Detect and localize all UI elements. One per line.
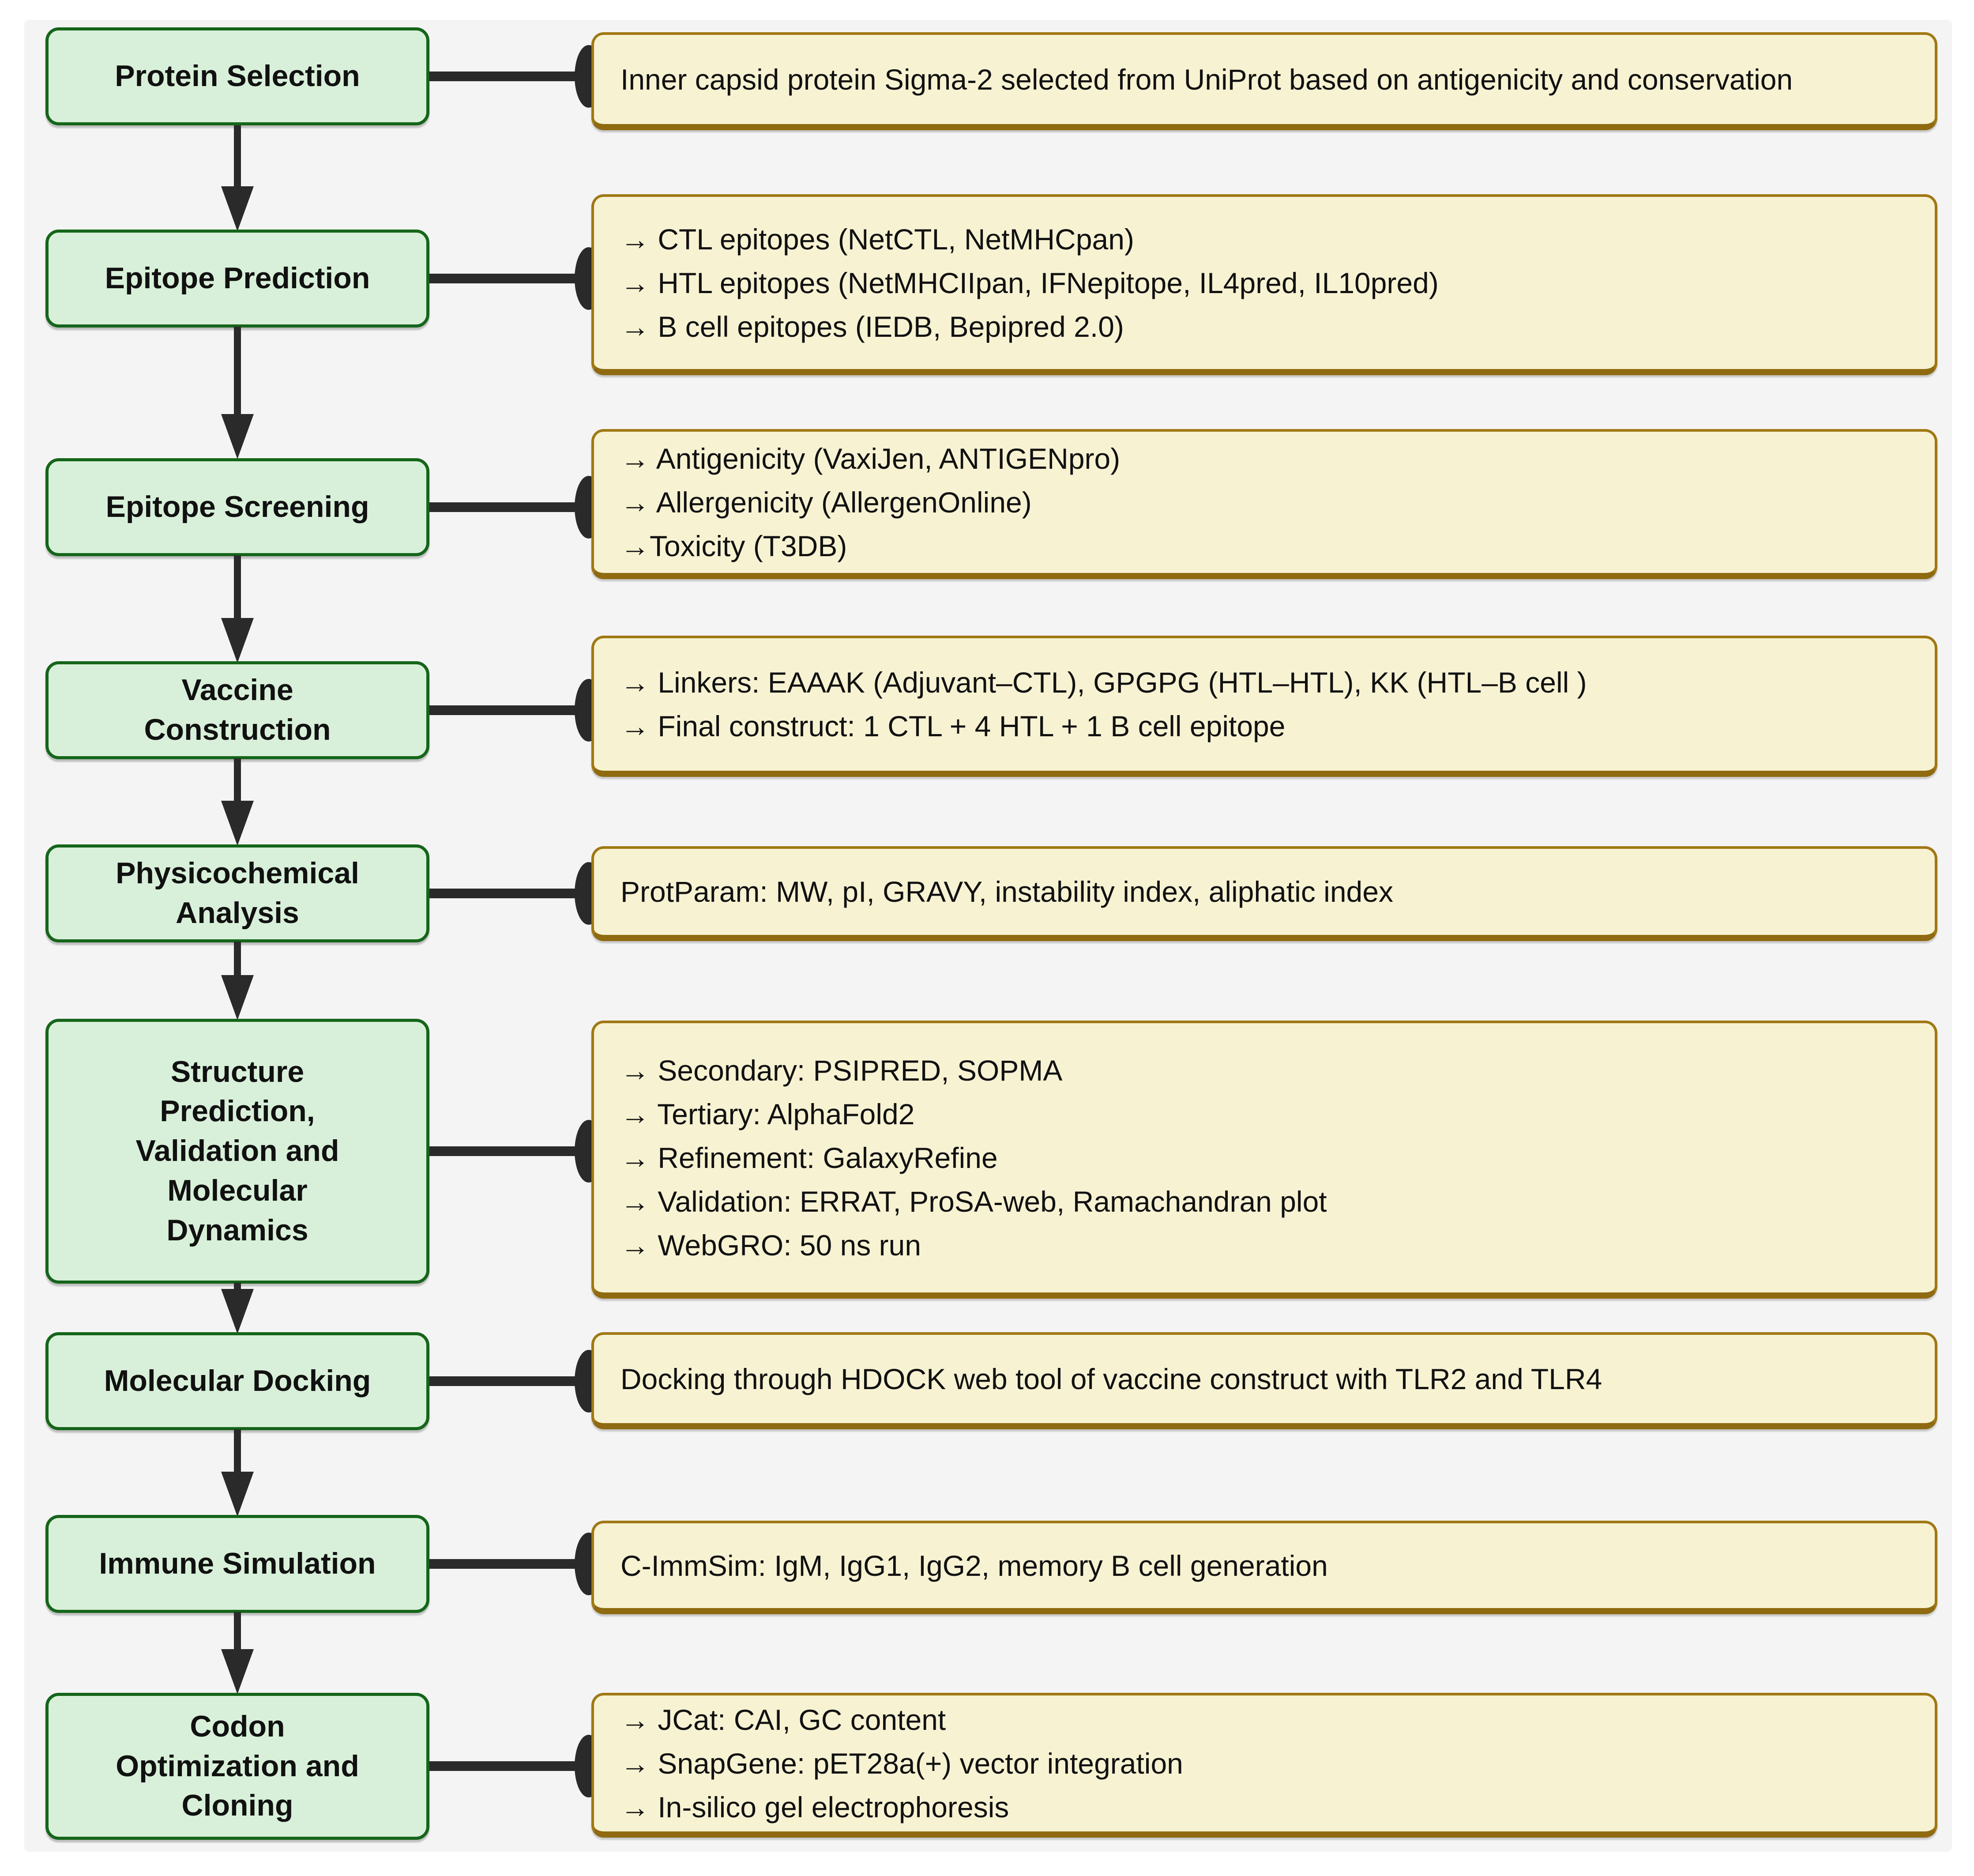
step-label: Structure Prediction, Validation and Mol… (135, 1055, 339, 1247)
detail-line: → Linkers: EAAAK (Adjuvant–CTL), GPGPG (… (620, 666, 1587, 699)
connector-line (429, 1533, 603, 1595)
arrow-shaft (234, 125, 241, 189)
detail-box-structure-prediction: → Secondary: PSIPRED, SOPMA → Tertiary: … (591, 1021, 1937, 1299)
arrow-shaft (234, 758, 241, 803)
arrow-head (221, 618, 254, 663)
connector-line (429, 862, 603, 925)
detail-line: → Final construct: 1 CTL + 4 HTL + 1 B c… (620, 710, 1286, 742)
detail-box-epitope-prediction: → CTL epitopes (NetCTL, NetMHCpan) → HTL… (591, 194, 1937, 375)
arrow-head (221, 414, 254, 459)
connector-line (429, 247, 603, 310)
connector-line (429, 679, 603, 742)
step-label: Vaccine Construction (144, 673, 331, 746)
detail-box-physicochemical-analysis: ProtParam: MW, pI, GRAVY, instability in… (591, 846, 1937, 941)
step-label: Molecular Docking (104, 1364, 371, 1398)
detail-line: → HTL epitopes (NetMHCIIpan, IFNepitope,… (620, 266, 1439, 299)
detail-line: C-ImmSim: IgM, IgG1, IgG2, memory B cell… (620, 1549, 1328, 1582)
arrow-head (221, 1289, 254, 1334)
detail-line: → SnapGene: pET28a(+) vector integration (620, 1747, 1183, 1780)
detail-box-codon-optimization-cloning: → JCat: CAI, GC content → SnapGene: pET2… (591, 1693, 1937, 1838)
detail-box-protein-selection: Inner capsid protein Sigma-2 selected fr… (591, 32, 1937, 130)
step-label: Physicochemical Analysis (116, 856, 359, 930)
step-label: Immune Simulation (99, 1547, 376, 1581)
step-box-molecular-docking: Molecular Docking (45, 1332, 429, 1430)
detail-line: → Refinement: GalaxyRefine (620, 1141, 998, 1174)
detail-line: → Allergenicity (AllergenOnline) (620, 486, 1032, 519)
step-box-physicochemical-analysis: Physicochemical Analysis (45, 844, 429, 942)
detail-line: Inner capsid protein Sigma-2 selected fr… (620, 63, 1793, 96)
connector-line (429, 476, 603, 539)
detail-line: →Toxicity (T3DB) (620, 529, 847, 562)
step-box-protein-selection: Protein Selection (45, 27, 429, 125)
detail-box-vaccine-construction: → Linkers: EAAAK (Adjuvant–CTL), GPGPG (… (591, 636, 1937, 777)
step-box-epitope-prediction: Epitope Prediction (45, 230, 429, 328)
connector-line (429, 1350, 603, 1413)
arrow-head (221, 801, 254, 846)
arrow-shaft (234, 942, 241, 978)
detail-line: → CTL epitopes (NetCTL, NetMHCpan) (620, 222, 1134, 256)
detail-line: → JCat: CAI, GC content (620, 1703, 946, 1736)
detail-line: → In-silico gel electrophoresis (620, 1790, 1009, 1823)
arrow-shaft (234, 1612, 241, 1652)
detail-line: → Validation: ERRAT, ProSA-web, Ramachan… (620, 1185, 1327, 1218)
step-label: Protein Selection (115, 59, 360, 93)
arrow-head (221, 1472, 254, 1517)
arrow-head (221, 186, 254, 231)
step-label: Epitope Screening (105, 490, 369, 524)
arrow-head (221, 975, 254, 1020)
detail-box-molecular-docking: Docking through HDOCK web tool of vaccin… (591, 1332, 1937, 1429)
connector-line (429, 1735, 603, 1797)
detail-line: → Antigenicity (VaxiJen, ANTIGENpro) (620, 442, 1120, 475)
step-box-immune-simulation: Immune Simulation (45, 1515, 429, 1613)
detail-line: → Tertiary: AlphaFold2 (620, 1097, 915, 1130)
step-box-codon-optimization-cloning: Codon Optimization and Cloning (45, 1693, 429, 1840)
arrow-shaft (234, 327, 241, 417)
step-label: Epitope Prediction (105, 261, 370, 295)
step-box-structure-prediction-validation-md: Structure Prediction, Validation and Mol… (45, 1019, 429, 1284)
detail-box-epitope-screening: → Antigenicity (VaxiJen, ANTIGENpro) → A… (591, 429, 1937, 579)
arrow-shaft (234, 555, 241, 621)
detail-line: ProtParam: MW, pI, GRAVY, instability in… (620, 875, 1393, 908)
arrow-shaft (234, 1429, 241, 1474)
detail-line: → B cell epitopes (IEDB, Bepipred 2.0) (620, 310, 1124, 343)
step-label: Codon Optimization and Cloning (116, 1709, 359, 1823)
detail-line: → Secondary: PSIPRED, SOPMA (620, 1054, 1063, 1087)
step-box-epitope-screening: Epitope Screening (45, 458, 429, 556)
detail-box-immune-simulation: C-ImmSim: IgM, IgG1, IgG2, memory B cell… (591, 1521, 1937, 1614)
connector-line (429, 45, 603, 108)
detail-line: → WebGRO: 50 ns run (620, 1228, 921, 1262)
step-box-vaccine-construction: Vaccine Construction (45, 661, 429, 759)
connector-line (429, 1120, 603, 1183)
detail-line: Docking through HDOCK web tool of vaccin… (620, 1362, 1602, 1395)
arrow-head (221, 1649, 254, 1694)
